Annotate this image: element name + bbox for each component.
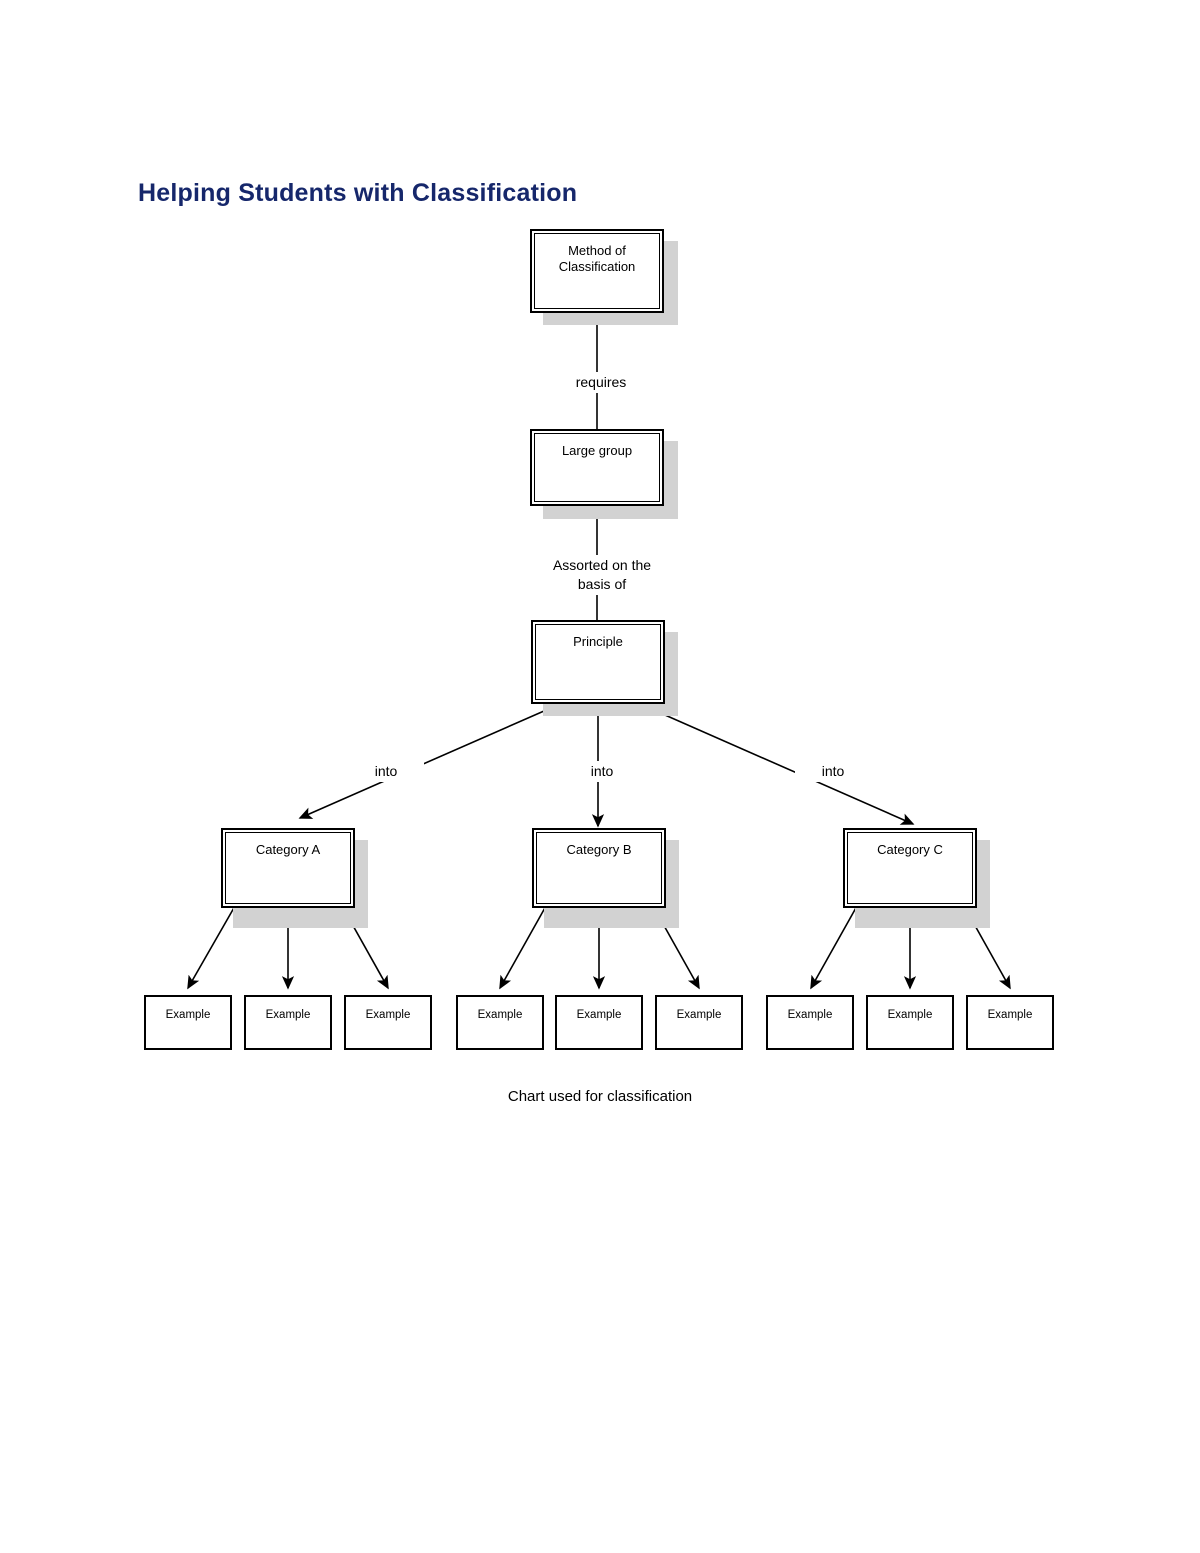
node-label: Principle [573, 634, 623, 649]
edge-principle-to-category-c [639, 703, 915, 825]
node-label: Example [165, 1009, 211, 1021]
diagram-caption: Chart used for classification [507, 1088, 693, 1105]
edge-category-a-to-example-1 [187, 905, 236, 990]
node-principle[interactable]: Principle [531, 620, 665, 704]
node-category-a[interactable]: Category A [221, 828, 355, 908]
node-method-of-classification[interactable]: Method of Classification [530, 229, 664, 313]
edge-label-assorted-on-the-basis-of: Assorted on the basis of [530, 555, 674, 595]
node-label: Method of Classification [558, 243, 636, 275]
node-label: Example [987, 1009, 1033, 1021]
node-label: Example [676, 1009, 722, 1021]
node-example-a1[interactable]: Example [144, 995, 232, 1050]
node-label: Category B [566, 842, 632, 857]
node-body: Method of Classification [534, 233, 660, 309]
node-label: Example [477, 1009, 523, 1021]
node-body: Large group [534, 433, 660, 502]
node-label: Category C [877, 842, 943, 857]
node-body: Example [657, 997, 741, 1022]
node-label: Example [365, 1009, 411, 1021]
node-body: Example [146, 997, 230, 1022]
edge-category-b-to-example-1 [499, 905, 547, 990]
node-body: Example [246, 997, 330, 1022]
node-label: Large group [561, 443, 633, 458]
edge-label-into-right: into [795, 761, 871, 782]
node-example-b1[interactable]: Example [456, 995, 544, 1050]
node-category-c[interactable]: Category C [843, 828, 977, 908]
node-body: Category A [225, 832, 351, 904]
node-body: Example [346, 997, 430, 1022]
node-example-c1[interactable]: Example [766, 995, 854, 1050]
page-title: Helping Students with Classification [138, 178, 578, 207]
node-label: Example [265, 1009, 311, 1021]
node-label: Category A [255, 842, 321, 857]
node-body: Category C [847, 832, 973, 904]
edge-category-c-to-example-1 [810, 905, 858, 990]
node-body: Example [868, 997, 952, 1022]
node-body: Category B [536, 832, 662, 904]
node-example-b2[interactable]: Example [555, 995, 643, 1050]
node-example-a2[interactable]: Example [244, 995, 332, 1050]
node-body: Principle [535, 624, 661, 700]
node-label: Example [576, 1009, 622, 1021]
edge-label-into-left: into [348, 761, 424, 782]
edge-label-into-center: into [564, 761, 640, 782]
node-large-group[interactable]: Large group [530, 429, 664, 506]
node-body: Example [557, 997, 641, 1022]
node-label: Example [787, 1009, 833, 1021]
node-example-c3[interactable]: Example [966, 995, 1054, 1050]
node-body: Example [968, 997, 1052, 1022]
node-category-b[interactable]: Category B [532, 828, 666, 908]
edge-principle-to-category-a [298, 703, 561, 819]
edge-label-requires: requires [546, 372, 656, 393]
node-body: Example [768, 997, 852, 1022]
node-body: Example [458, 997, 542, 1022]
node-example-c2[interactable]: Example [866, 995, 954, 1050]
node-label: Example [887, 1009, 933, 1021]
node-example-a3[interactable]: Example [344, 995, 432, 1050]
node-example-b3[interactable]: Example [655, 995, 743, 1050]
